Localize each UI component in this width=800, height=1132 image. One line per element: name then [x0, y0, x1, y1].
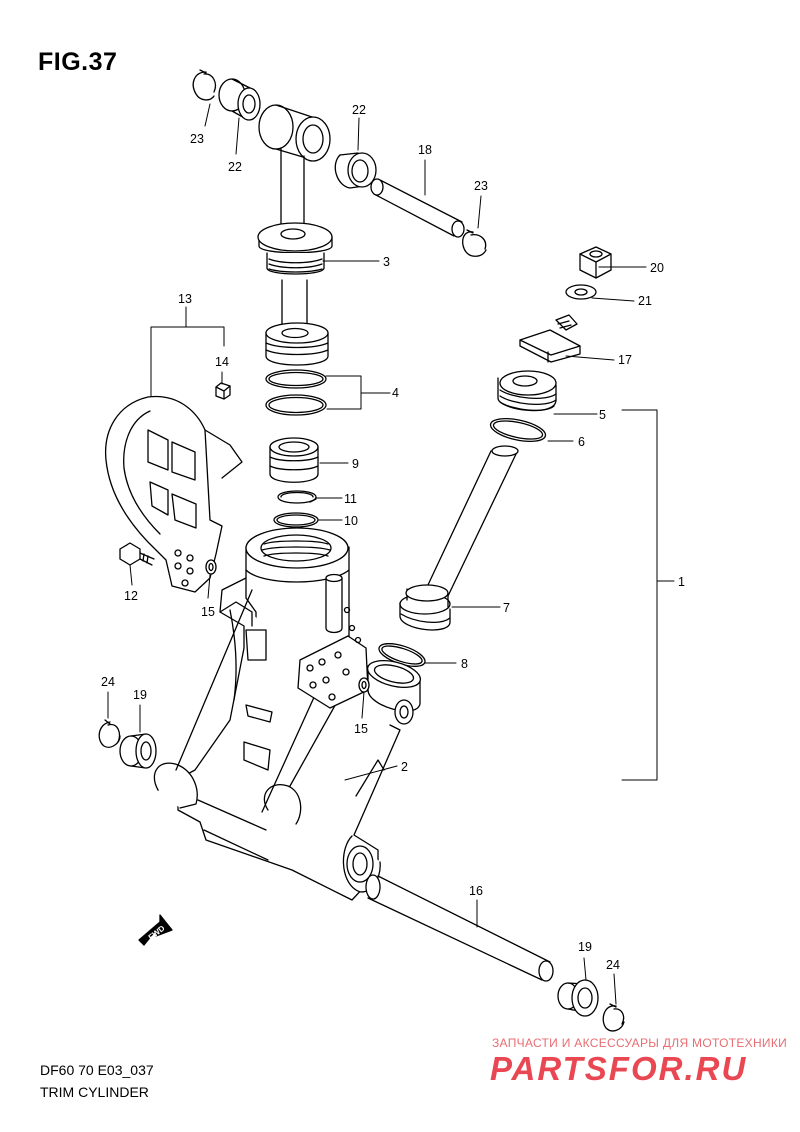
- callout-7: 7: [503, 601, 510, 615]
- callout-12: 12: [124, 589, 138, 603]
- callout-24-left: 24: [101, 675, 115, 689]
- circlip-part-23-top-right: [462, 229, 487, 257]
- cylinder-cap-part-5: [497, 370, 557, 412]
- circlip-part-23-top-left: [192, 69, 217, 101]
- callout-6: 6: [578, 435, 585, 449]
- callout-15-left: 15: [201, 605, 215, 619]
- fwd-arrow-icon: FWD: [138, 914, 173, 946]
- callout-23-top-right: 23: [474, 179, 488, 193]
- callout-16: 16: [469, 884, 483, 898]
- callout-14: 14: [215, 355, 229, 369]
- cover-part-13: [104, 395, 243, 593]
- o-ring-part-10: [273, 512, 319, 528]
- bushing-part-19-right: [557, 979, 599, 1017]
- callout-9: 9: [352, 457, 359, 471]
- bolt-part-12: [119, 542, 155, 566]
- cylinder-cap-part-3: [257, 222, 333, 275]
- callout-15-right: 15: [354, 722, 368, 736]
- callout-23-top-left: 23: [190, 132, 204, 146]
- bleed-screw-part-17: [519, 314, 581, 363]
- callout-18: 18: [418, 143, 432, 157]
- bushing-part-19-left: [119, 733, 157, 769]
- clevis-part: [258, 104, 331, 233]
- callout-20: 20: [650, 261, 664, 275]
- piston-part-7: [399, 584, 451, 631]
- washer-part-21: [565, 284, 597, 300]
- callout-21: 21: [638, 294, 652, 308]
- callout-4: 4: [392, 386, 399, 400]
- callout-19-left: 19: [133, 688, 147, 702]
- callout-3: 3: [383, 255, 390, 269]
- callout-8: 8: [461, 657, 468, 671]
- rod-seal-housing-part: [265, 322, 329, 366]
- callout-13: 13: [178, 292, 192, 306]
- tilt-rod-part: [426, 445, 519, 597]
- circlip-part-24-right: [602, 1003, 625, 1032]
- callout-24-right: 24: [606, 958, 620, 972]
- bushing-part-22-top-right: [334, 152, 377, 189]
- pin-part-16: [365, 874, 554, 982]
- watermark-brand-logo[interactable]: PARTSFOR.RU: [490, 1050, 748, 1087]
- callout-22-top-left: 22: [228, 160, 242, 174]
- washer-part-15-left: [205, 559, 217, 575]
- callout-10: 10: [344, 514, 358, 528]
- bushing-part-22-top-left: [218, 78, 261, 121]
- grommet-part-14: [215, 382, 231, 400]
- callout-labels: 23 22 22 18 23 3 20 21 13 17 14 4 5 6 9 …: [101, 103, 685, 972]
- callout-22-top-right: 22: [352, 103, 366, 117]
- figure-code: DF60 70 E03_037: [40, 1062, 154, 1078]
- figure-caption: TRIM CYLINDER: [40, 1084, 149, 1100]
- callout-19-right: 19: [578, 940, 592, 954]
- pin-part-18: [370, 178, 465, 238]
- callout-1: 1: [678, 575, 685, 589]
- leader-lines: [107, 103, 675, 1005]
- callout-17: 17: [618, 353, 632, 367]
- snap-ring-part-11: [277, 490, 317, 504]
- manifold-body-part-2: [153, 527, 422, 901]
- o-ring-part-4: [265, 369, 327, 416]
- washer-part-15-right: [358, 677, 370, 693]
- callout-2: 2: [401, 760, 408, 774]
- circlip-part-24-left: [98, 719, 121, 748]
- figure-title: FIG.37: [38, 48, 118, 76]
- piston-part-9: [269, 437, 319, 483]
- o-ring-part-6: [489, 417, 547, 443]
- callout-5: 5: [599, 408, 606, 422]
- callout-11: 11: [344, 492, 357, 506]
- nut-part-20: [579, 246, 612, 279]
- watermark-tagline: ЗАПЧАСТИ И АКСЕССУАРЫ ДЛЯ МОТОТЕХНИКИ: [492, 1036, 788, 1050]
